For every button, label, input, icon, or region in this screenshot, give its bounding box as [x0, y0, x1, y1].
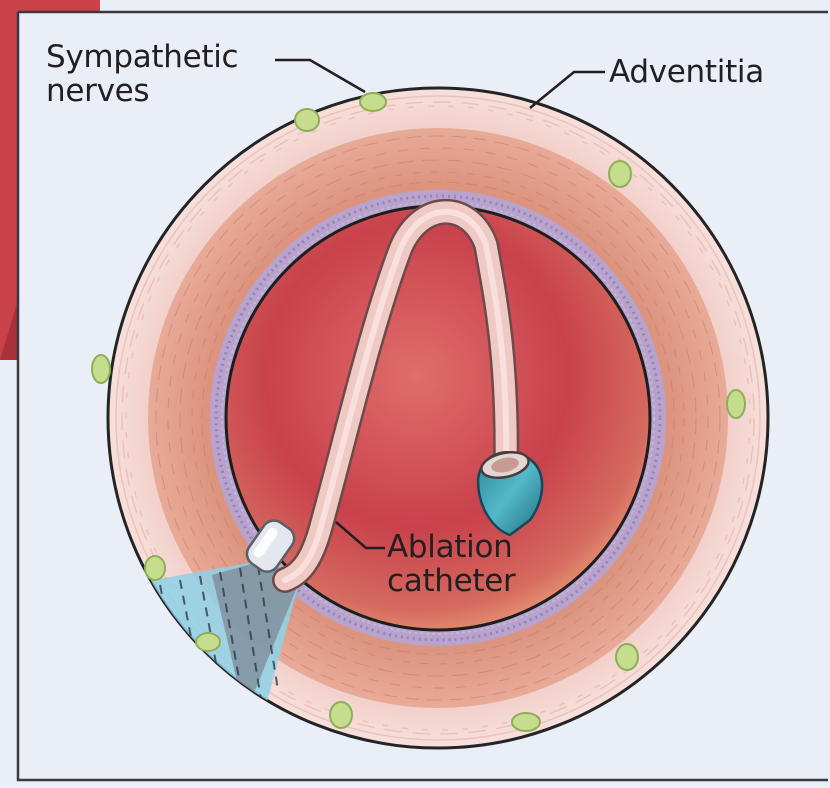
adventitia-label: Adventitia	[609, 57, 764, 88]
nerve	[727, 390, 745, 418]
nerve	[295, 109, 319, 131]
nerve	[512, 713, 540, 731]
nerve	[616, 644, 638, 670]
nerve	[145, 556, 165, 580]
sympathetic-nerves-label-line2: nerves	[46, 76, 149, 107]
sympathetic-nerves-label-line1: Sympathetic	[46, 42, 238, 73]
nerve	[609, 161, 631, 187]
ablation-catheter-label-line1: Ablation	[387, 532, 512, 563]
nerve	[196, 633, 220, 651]
nerve	[92, 355, 110, 383]
nerve	[330, 702, 352, 728]
nerve	[360, 93, 386, 111]
ablation-catheter-label-line2: catheter	[387, 566, 516, 597]
